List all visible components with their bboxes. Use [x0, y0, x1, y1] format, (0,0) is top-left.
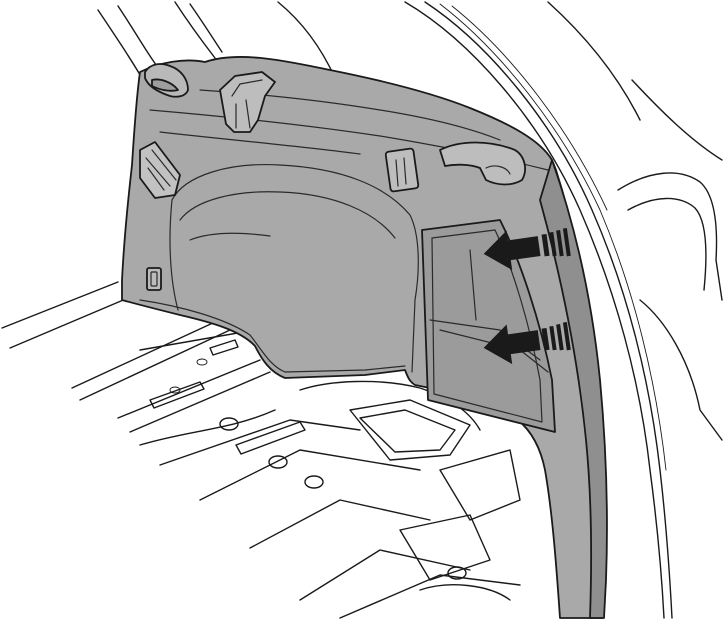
floor-sill [249, 499, 431, 549]
wheel-arch-contour [171, 163, 419, 373]
floor-rail [209, 339, 239, 356]
cargo-floor-edge [71, 321, 216, 389]
cargo-floor-edge [9, 297, 129, 349]
floor-pan [299, 380, 481, 431]
floor-sill [117, 359, 261, 419]
floor-sill [139, 409, 276, 446]
grab-handle [439, 141, 526, 186]
floor-pan [359, 409, 456, 453]
door-frame-inner [451, 5, 608, 211]
trim-bottom-lip [139, 299, 406, 373]
wheel-arch-contour [179, 191, 396, 239]
trim-panel-body [121, 56, 606, 619]
tail-light-housing [627, 197, 707, 291]
floor-pan [419, 584, 511, 601]
wheel-arch-contour [169, 199, 179, 311]
pillar-trim-strip [539, 159, 608, 619]
wheel-arch-contour [189, 232, 271, 241]
cargo-floor-edge [79, 329, 231, 401]
floor-hole [196, 358, 208, 366]
recess-pocket-inner [150, 271, 158, 287]
body-panel-edge [631, 79, 723, 161]
body-panel-edge [639, 299, 723, 441]
floor-hole [447, 566, 467, 580]
door-frame-outer [404, 1, 665, 619]
floor-hole [304, 475, 324, 489]
floor-sill [159, 419, 361, 466]
arrow-icon [483, 228, 571, 271]
floor-sill [339, 574, 521, 619]
floor-pan [439, 449, 521, 521]
floor-hole [219, 417, 239, 431]
hook-top-left-inner [151, 78, 179, 92]
cargo-hook-edge [231, 79, 263, 129]
floor-rail [235, 421, 306, 455]
vent-grille [139, 141, 181, 199]
floor-pan [349, 399, 471, 461]
trim-character-line [159, 131, 361, 155]
vent-slat [151, 149, 177, 181]
vent-slat [147, 167, 165, 191]
cargo-switch-slot [395, 157, 407, 187]
tail-light-housing [617, 172, 723, 301]
grab-handle-inner [485, 165, 511, 175]
vent-slat [145, 157, 171, 187]
c-pillar-line [174, 1, 216, 59]
door-frame-inner [439, 3, 667, 471]
access-lid-seam [469, 249, 477, 321]
floor-sill [199, 449, 421, 501]
floor-hole [169, 386, 181, 394]
floor-hole [268, 455, 288, 469]
arrow-icon [483, 322, 571, 365]
callout-arrows [483, 228, 571, 365]
cargo-floor-edge [1, 281, 119, 329]
floor-sill [299, 549, 471, 601]
door-frame-outer [424, 1, 673, 619]
cargo-hook [219, 71, 276, 133]
c-pillar-line [189, 3, 223, 53]
c-pillar-line [117, 5, 161, 71]
floor-pan [399, 514, 491, 581]
body-panel-edge [547, 1, 641, 121]
floor-rail [149, 381, 205, 409]
recess-pocket [146, 267, 162, 291]
cargo-switch [384, 147, 420, 193]
side-trim-panel [121, 56, 608, 619]
floor-sill [129, 371, 271, 433]
roof-line [277, 1, 336, 79]
